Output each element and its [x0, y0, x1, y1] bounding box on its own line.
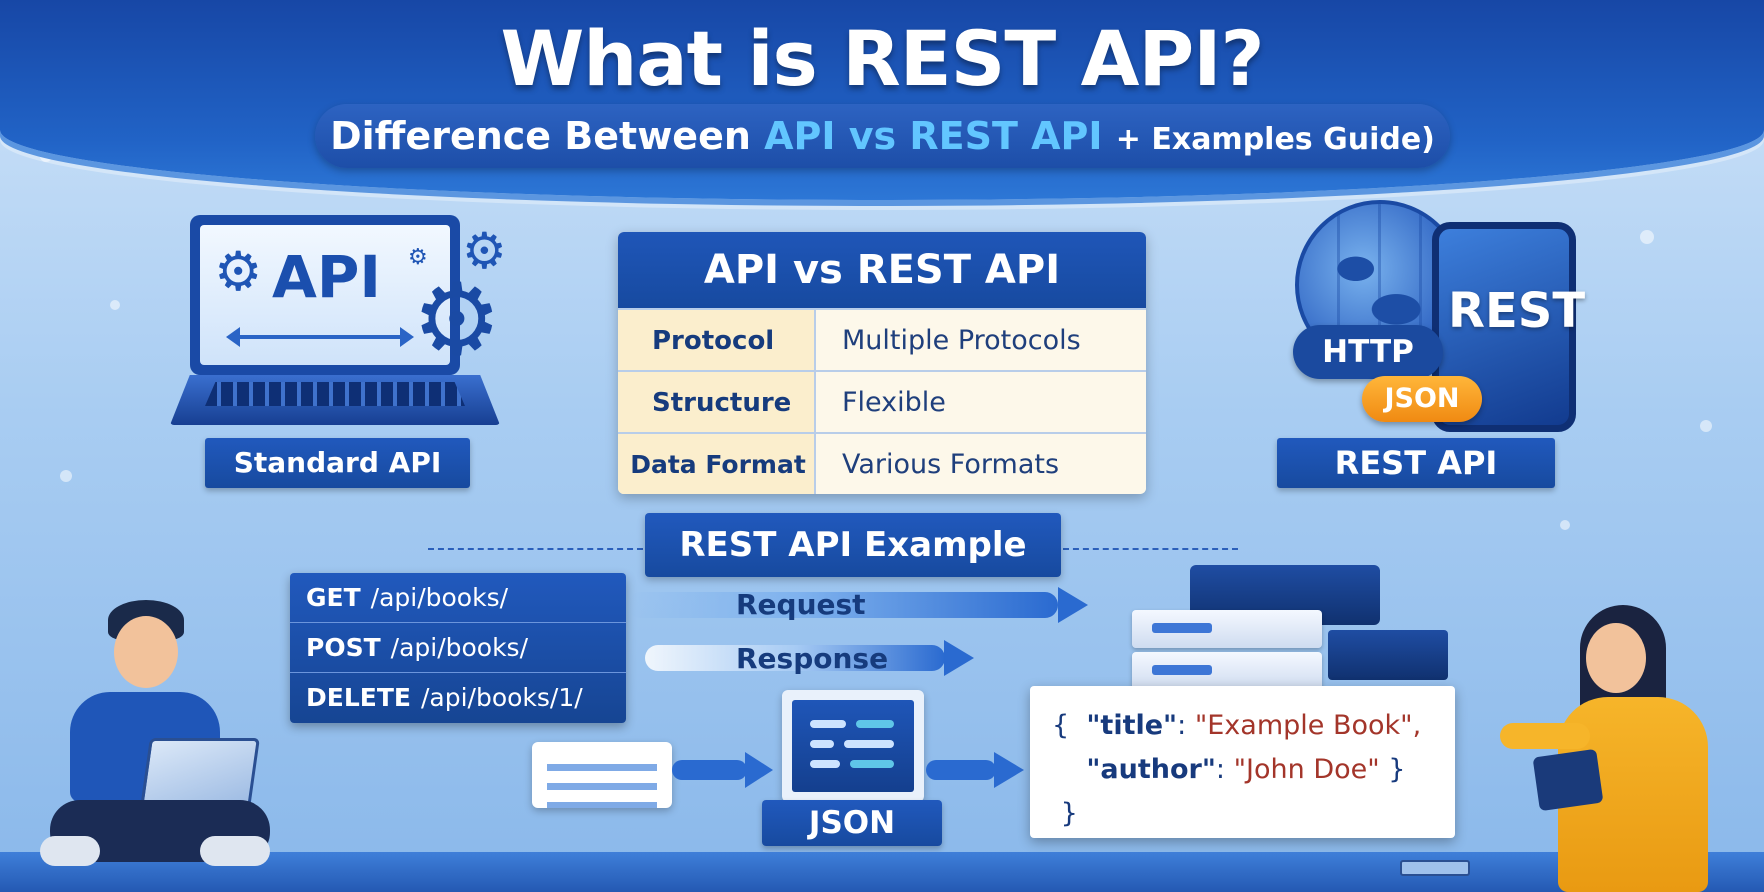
floor [0, 852, 1764, 892]
standard-api-label: Standard API [205, 438, 470, 488]
network-node [1560, 520, 1570, 530]
rest-api-label: REST API [1277, 438, 1555, 488]
http-methods-list: GET/api/books/ POST/api/books/ DELETE/ap… [290, 573, 626, 723]
row-key: Structure [618, 372, 816, 432]
method-verb: DELETE [306, 683, 411, 712]
document-icon [532, 742, 672, 808]
tablet-icon [1400, 860, 1470, 876]
code-brace: { [1052, 710, 1070, 741]
subtitle-prefix: Difference Between [330, 114, 751, 158]
gear-icon: ⚙ [412, 261, 502, 378]
server-unit [1132, 652, 1322, 690]
comparison-title: API vs REST API [618, 232, 1146, 308]
json-badge: JSON [1362, 376, 1482, 422]
method-path: /api/books/1/ [420, 683, 583, 712]
json-arrow-head [994, 752, 1024, 788]
network-node [60, 470, 72, 482]
request-label: Request [736, 588, 866, 621]
person-right [1500, 605, 1720, 892]
response-arrow [645, 645, 945, 671]
row-value: Multiple Protocols [816, 310, 1146, 370]
doc-arrow [672, 760, 747, 780]
rest-device-text: REST [1448, 283, 1586, 339]
json-label: JSON [762, 800, 942, 846]
monitor-screen [792, 700, 914, 792]
person-head [1586, 623, 1646, 693]
network-node [1700, 420, 1712, 432]
person-arm [1500, 723, 1590, 749]
table-row: Structure Flexible [618, 370, 1146, 432]
person-shoe [40, 836, 100, 866]
code-brace: } [1060, 798, 1078, 829]
method-verb: POST [306, 633, 381, 662]
table-row: Data Format Various Formats [618, 432, 1146, 494]
code-key: "author" [1086, 754, 1216, 785]
code-brace: } [1388, 754, 1406, 785]
json-line [844, 740, 894, 748]
network-node [110, 300, 120, 310]
laptop-icon [140, 738, 260, 808]
page-title: What is REST API? [500, 14, 1264, 103]
response-label: Response [736, 642, 889, 675]
network-node [1640, 230, 1654, 244]
subtitle-bar: Difference Between API vs REST API + Exa… [315, 104, 1450, 168]
http-badge: HTTP [1293, 325, 1443, 379]
table-row: Protocol Multiple Protocols [618, 308, 1146, 370]
server-side [1328, 630, 1448, 680]
code-line: "author": "John Doe" } [1086, 754, 1406, 785]
laptop-icon: ⚙ API ⚙ [190, 215, 460, 375]
request-arrow-head [1058, 587, 1088, 623]
bidirectional-arrow-icon [226, 327, 414, 347]
doc-arrow-head [745, 752, 773, 788]
person-left [40, 600, 280, 890]
json-arrow [926, 760, 996, 780]
list-item: GET/api/books/ [290, 573, 626, 623]
subtitle-suffix: + Examples Guide) [1115, 122, 1435, 157]
code-string: "Example Book", [1194, 710, 1422, 741]
divider-right [1063, 548, 1238, 550]
laptop-api-text: API [272, 243, 381, 311]
person-head [114, 616, 178, 688]
gear-icon: ⚙ [214, 240, 263, 303]
code-line: { "title": "Example Book", [1052, 710, 1422, 741]
method-verb: GET [306, 583, 361, 612]
divider-left [428, 548, 643, 550]
person-shoe [200, 836, 270, 866]
subtitle-accent: API vs REST API [764, 114, 1103, 158]
row-key: Protocol [618, 310, 816, 370]
laptop-screen: ⚙ API ⚙ [200, 225, 450, 365]
gear-icon: ⚙ [408, 245, 428, 270]
json-line [856, 720, 894, 728]
json-line [810, 720, 846, 728]
json-line [810, 740, 834, 748]
tablet-icon [1532, 748, 1604, 812]
json-line [810, 760, 840, 768]
method-path: /api/books/ [370, 583, 509, 612]
response-arrow-head [944, 640, 974, 676]
list-item: POST/api/books/ [290, 623, 626, 673]
method-path: /api/books/ [390, 633, 529, 662]
laptop-keyboard [205, 382, 465, 406]
row-value: Various Formats [816, 434, 1146, 494]
request-arrow [628, 592, 1058, 618]
row-value: Flexible [816, 372, 1146, 432]
json-line [850, 760, 894, 768]
code-key: "title" [1086, 710, 1178, 741]
row-key: Data Format [618, 434, 816, 494]
code-line: } [1052, 792, 1433, 836]
server-unit [1132, 610, 1322, 648]
comparison-table: API vs REST API Protocol Multiple Protoc… [618, 232, 1146, 494]
json-response-box: { "title": "Example Book", "author": "Jo… [1030, 686, 1455, 838]
gear-icon: ⚙ [462, 222, 507, 280]
monitor-icon [782, 690, 924, 802]
example-title: REST API Example [645, 513, 1061, 577]
list-item: DELETE/api/books/1/ [290, 673, 626, 723]
code-string: "John Doe" [1233, 754, 1380, 785]
